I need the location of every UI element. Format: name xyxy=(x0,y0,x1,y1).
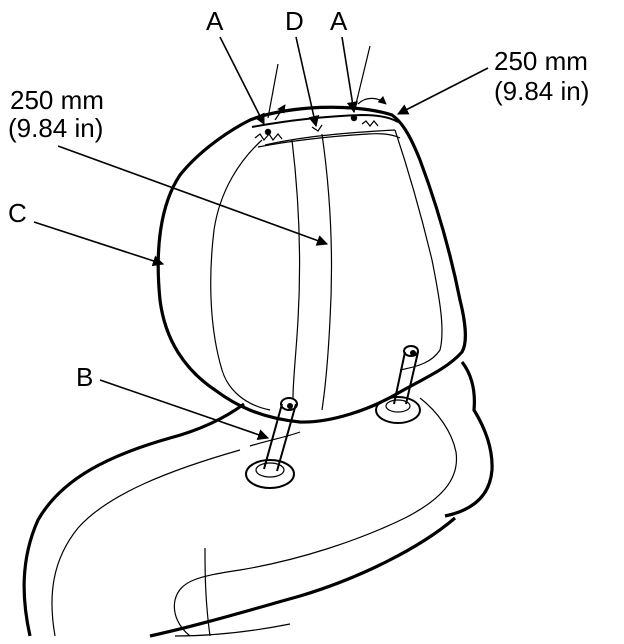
dimension-right-in: (9.84 in) xyxy=(494,76,589,106)
leader-250-right xyxy=(397,67,489,115)
seat-back xyxy=(22,361,494,638)
headrest-post-front xyxy=(245,397,298,489)
dimension-left-in: (9.84 in) xyxy=(8,113,103,143)
headrest-post-rear xyxy=(375,345,421,424)
leader-250-left xyxy=(57,145,329,246)
leader-c xyxy=(33,221,165,267)
label-a-left: A xyxy=(206,6,224,36)
label-b: B xyxy=(76,362,93,392)
leader-d xyxy=(295,36,320,128)
dimension-left-mm: 250 mm xyxy=(10,85,104,115)
dimension-right-mm: 250 mm xyxy=(494,46,588,76)
leader-b xyxy=(99,379,270,441)
leader-a-right xyxy=(341,36,358,114)
label-d: D xyxy=(285,6,304,36)
leader-a-left xyxy=(219,36,265,125)
label-a-right: A xyxy=(330,6,348,36)
headrest xyxy=(156,105,467,424)
label-c: C xyxy=(8,198,27,228)
measure-guides xyxy=(267,45,387,121)
